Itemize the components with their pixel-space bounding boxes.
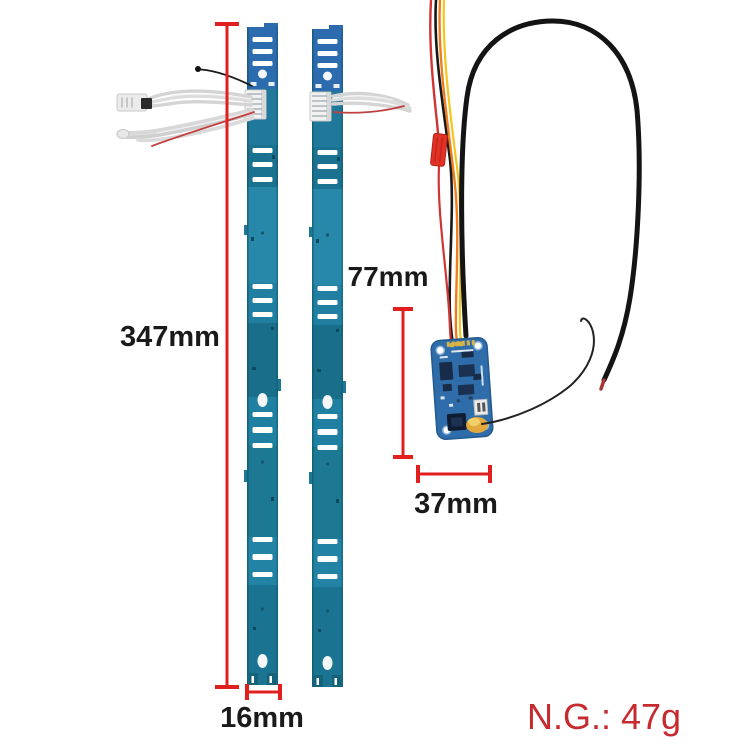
solder-joint: [458, 341, 464, 347]
dimension-lines: [215, 22, 492, 700]
pcb-strip-left: [243, 22, 282, 686]
mount-hole: [435, 345, 446, 356]
solder-joint: [454, 341, 460, 347]
controller-wires: [429, 0, 463, 346]
board-connector: [473, 398, 489, 416]
red-sense-wire: [333, 105, 405, 114]
mount-hole: [473, 341, 483, 351]
dimension-line-16mm: [245, 684, 282, 700]
red-sense-wire: [151, 111, 255, 147]
jst-pigtail-wire: [437, 164, 453, 344]
cable-stripped-tip: [599, 378, 606, 391]
pcb-strip-right: [308, 24, 347, 688]
harness-end-connector: [116, 93, 152, 112]
net-weight-label: N.G.: 47g: [527, 696, 682, 737]
orange-wire: [438, 0, 459, 346]
thermistor-tip: [195, 66, 201, 72]
red-wire: [429, 0, 440, 135]
dimension-line-37mm: [416, 465, 492, 483]
jst-connector: [430, 132, 448, 167]
solder-joint: [449, 342, 455, 348]
thin-signal-wire: [481, 317, 595, 425]
wire-harness-left: [116, 66, 255, 147]
cable-end-plug: [116, 129, 130, 139]
black-cable-loop: [459, 18, 642, 391]
dimension-label-board-height: 77mm: [347, 261, 429, 292]
board-components: [439, 351, 482, 407]
dimension-label-strip-length: 347mm: [120, 321, 220, 353]
dimension-line-77mm: [393, 307, 413, 459]
dimension-line-347mm: [215, 22, 239, 689]
controller-board: [430, 337, 494, 440]
dimension-label-board-width: 37mm: [414, 488, 498, 520]
glue-highlight: [468, 418, 480, 426]
dimension-label-strip-width: 16mm: [220, 702, 304, 734]
wire-harness-right: [331, 91, 412, 114]
